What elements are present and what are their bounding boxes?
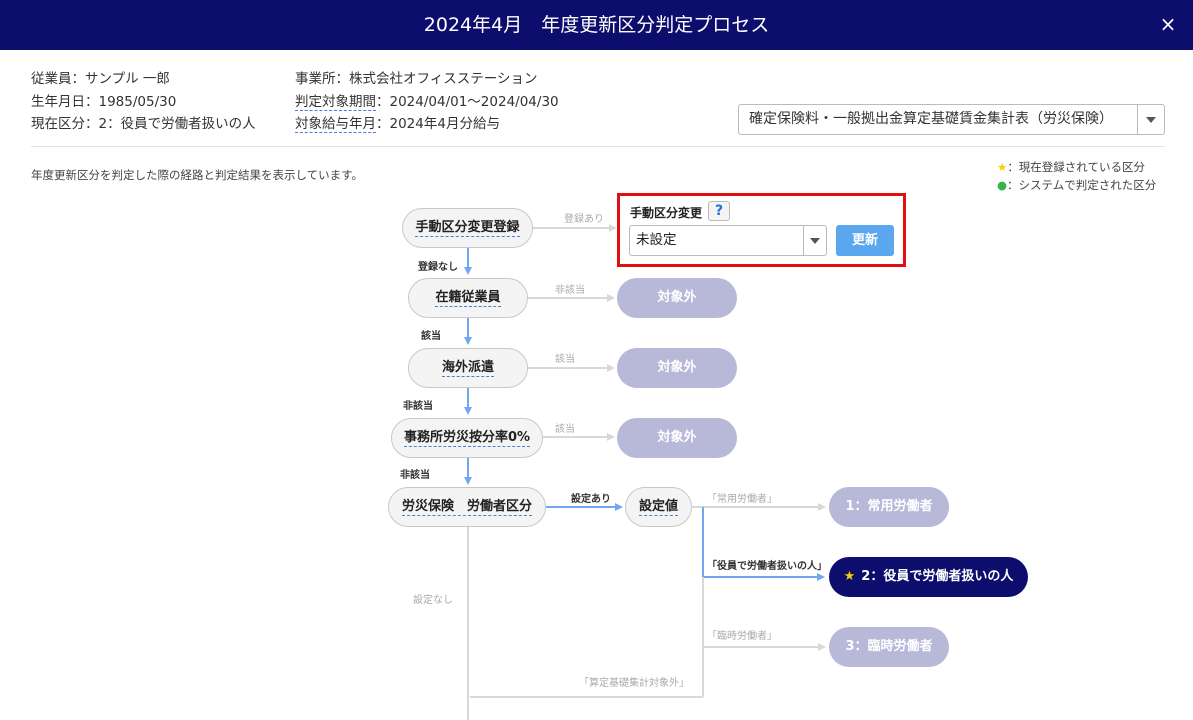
employee-birthdate: 生年月日：1985/05/30 [31,93,177,110]
manual-category-value: 未設定 [636,232,677,248]
node-enrolled-employee: 在籍従業員 [408,278,528,318]
outcome-temporary-worker: 3：臨時労働者 [829,627,949,667]
node-setting-value: 設定値 [625,487,692,527]
node-setting-value-label[interactable]: 設定値 [638,499,678,516]
header-bar: 2024年4月 年度更新区分判定プロセス × [0,0,1193,50]
employee-current-category: 現在区分：2：役員で労働者扱いの人 [31,116,256,132]
judgement-period-label[interactable]: 判定対象期間 [295,93,376,111]
update-button[interactable]: 更新 [836,225,894,256]
node-manual-registration-label[interactable]: 手動区分変更登録 [415,220,520,237]
description-text: 年度更新区分を判定した際の経路と判定結果を表示しています。 [31,168,364,182]
office-info: 事業所：株式会社オフィスステーション 判定対象期間：2024/04/01～202… [295,68,559,136]
divider [31,146,1165,147]
legend-current: ★：現在登録されている区分 [997,160,1145,174]
label-not-applicable-3: 非該当 [400,470,430,481]
star-icon: ★ [997,160,1008,174]
node-manual-registration: 手動区分変更登録 [402,208,533,248]
node-worker-category: 労災保険 労働者区分 [388,487,546,527]
report-type-select[interactable]: 確定保険料・一般拠出金算定基礎賃金集計表（労災保険） [738,104,1165,135]
legend-system: ●：システムで判定された区分 [997,178,1157,192]
node-overseas-dispatch: 海外派遣 [408,348,528,388]
label-temporary: 「臨時労働者」 [707,631,777,642]
report-type-dropdown-button[interactable] [1137,105,1164,134]
node-enrolled-employee-label[interactable]: 在籍従業員 [435,290,501,307]
label-has-setting: 設定あり [571,494,611,505]
label-officer: 「役員で労働者扱いの人」 [707,561,827,572]
employee-name: 従業員：サンプル 一郎 [31,71,170,87]
chevron-down-icon [1146,117,1156,123]
node-worker-category-label[interactable]: 労災保険 労働者区分 [401,499,532,516]
legend: ★：現在登録されている区分 ●：システムで判定された区分 [997,158,1156,194]
label-applicable-2: 該当 [555,354,575,365]
dot-icon: ● [997,178,1008,192]
page-title: 2024年4月 年度更新区分判定プロセス [423,14,770,36]
node-office-rate: 事務所労災按分率0% [391,418,543,458]
star-icon: ★ [843,569,856,584]
outcome-officer-worker: ★ 2：役員で労働者扱いの人 [829,557,1028,597]
judgement-period: 判定対象期間：2024/04/01～2024/04/30 [295,91,559,114]
label-not-applicable-1: 非該当 [555,285,585,296]
manual-change-title: 手動区分変更 [630,206,703,220]
label-applicable-1: 該当 [421,331,441,342]
outcome-regular-worker: 1：常用労働者 [829,487,949,527]
node-overseas-dispatch-label[interactable]: 海外派遣 [441,360,494,377]
label-regular: 「常用労働者」 [707,494,777,505]
judgement-period-value: ：2024/04/01～2024/04/30 [376,93,559,110]
chevron-down-icon [810,238,820,244]
label-excluded: 「算定基礎集計対象外」 [579,678,689,689]
report-type-value: 確定保険料・一般拠出金算定基礎賃金集計表（労災保険） [749,111,1113,127]
manual-category-dropdown-button[interactable] [803,226,826,255]
help-icon[interactable]: ? [708,201,730,221]
office-name: 事業所：株式会社オフィスステーション [295,71,538,87]
node-office-rate-label[interactable]: 事務所労災按分率0% [403,430,531,447]
close-icon[interactable]: × [1159,12,1177,36]
label-not-registered: 登録なし [418,262,458,273]
label-not-applicable-2: 非該当 [403,401,433,412]
employee-info: 従業員：サンプル 一郎 生年月日：1985/05/30 現在区分：2：役員で労働… [31,68,256,136]
manual-category-select[interactable]: 未設定 [629,225,827,256]
label-no-setting: 設定なし [413,595,453,606]
manual-change-panel: 手動区分変更 ? 未設定 更新 [617,193,906,267]
label-registered: 登録あり [564,214,604,225]
outcome-officer-worker-label: 2：役員で労働者扱いの人 [861,569,1014,584]
outcome-excluded-1: 対象外 [617,278,737,318]
target-salary-month: 対象給与年月：2024年4月分給与 [295,113,559,136]
target-salary-label[interactable]: 対象給与年月 [295,116,376,133]
outcome-excluded-2: 対象外 [617,348,737,388]
outcome-excluded-3: 対象外 [617,418,737,458]
target-salary-value: ：2024年4月分給与 [376,116,500,132]
label-applicable-3: 該当 [555,424,575,435]
